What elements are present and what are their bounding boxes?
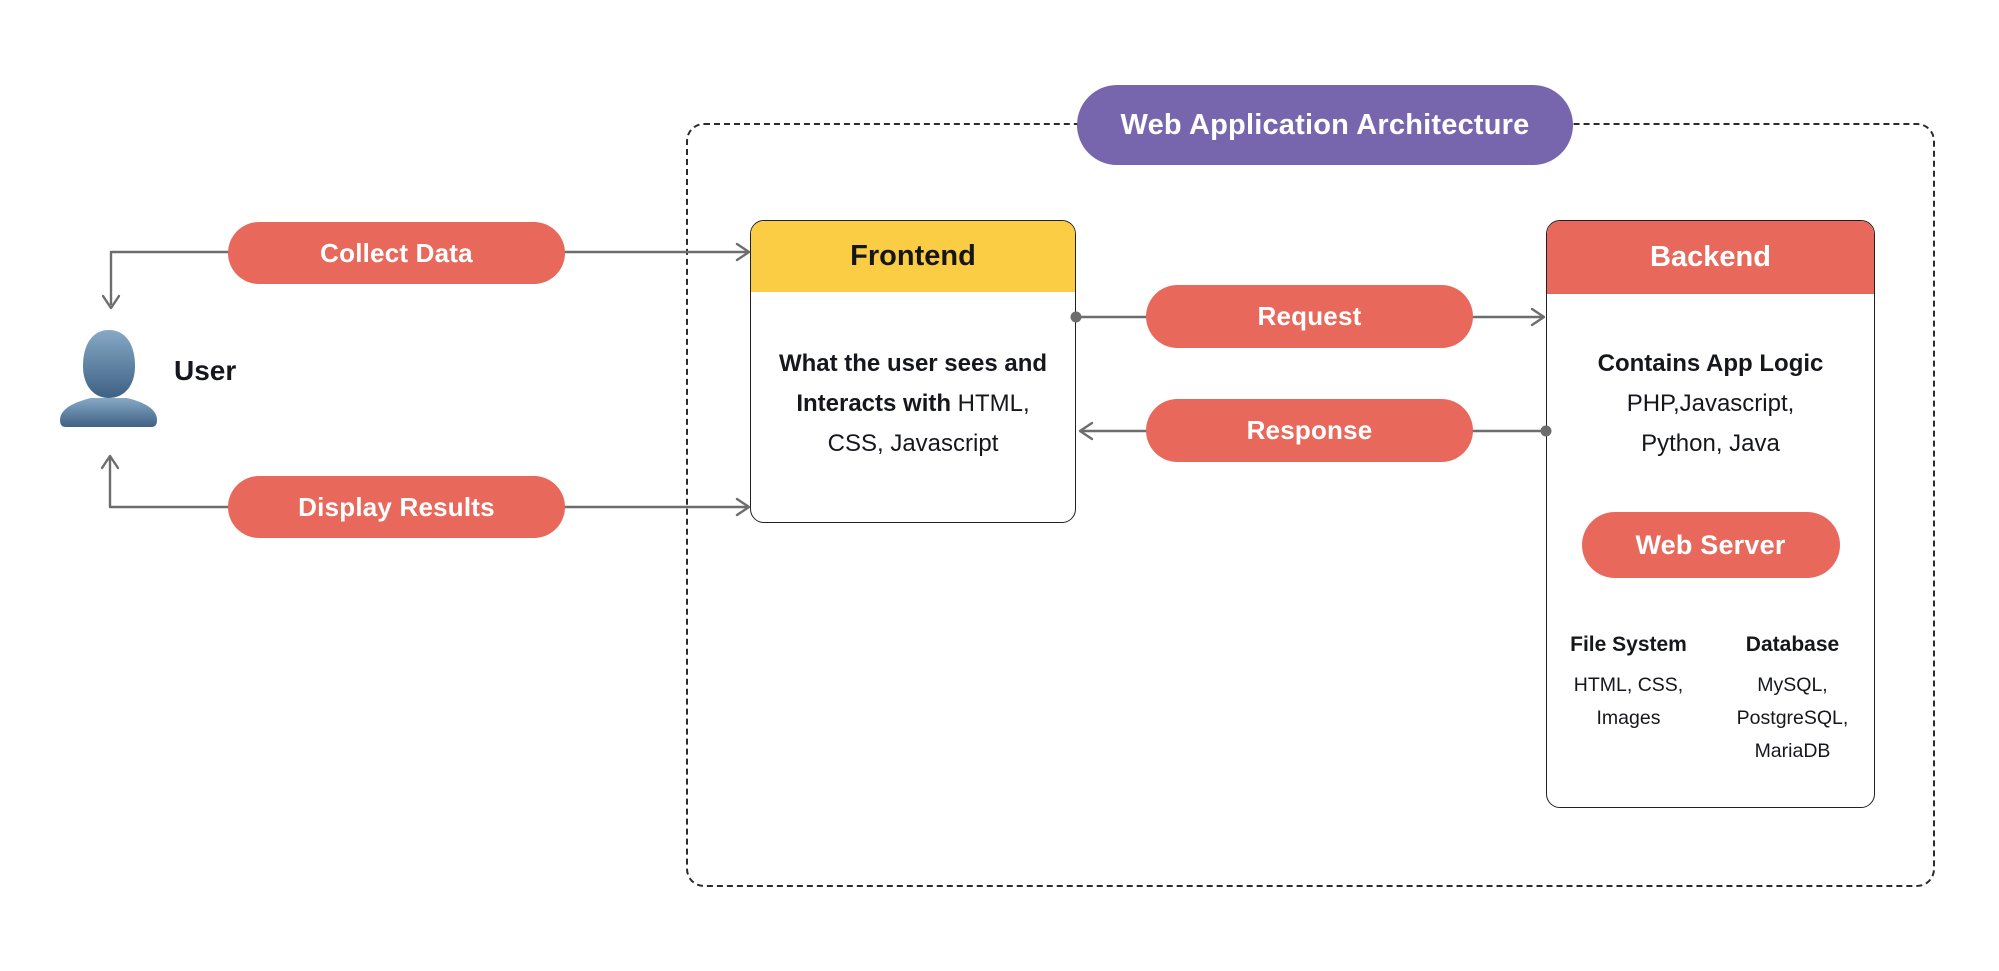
display-results-pill: Display Results xyxy=(228,476,565,538)
web-server-pill: Web Server xyxy=(1581,512,1840,578)
user-label: User xyxy=(174,355,237,386)
frontend-header: Frontend xyxy=(751,221,1075,292)
frontend-description-bold: What the user sees and Interacts with xyxy=(778,350,1048,417)
title-badge: Web Application Architecture xyxy=(1077,85,1573,165)
file-system-section: File System HTML, CSS, Images xyxy=(1558,633,1700,768)
database-items: MySQL, PostgreSQL, MariaDB xyxy=(1736,674,1849,762)
collect-data-pill: Collect Data xyxy=(228,222,565,284)
user-icon xyxy=(60,330,157,427)
request-pill: Request xyxy=(1146,285,1473,348)
database-title: Database xyxy=(1745,633,1840,656)
frontend-card: Frontend What the user sees and Interact… xyxy=(750,220,1076,523)
arrowhead-down-to-user xyxy=(101,294,121,310)
arrowhead-up-to-user xyxy=(100,454,120,470)
frontend-description: What the user sees and Interacts with HT… xyxy=(751,292,1075,464)
backend-header: Backend xyxy=(1547,221,1874,294)
backend-logic-regular: PHP,Javascript, Python, Java xyxy=(1626,390,1795,457)
backend-storage-columns: File System HTML, CSS, Images Database M… xyxy=(1547,633,1874,768)
database-section: Database MySQL, PostgreSQL, MariaDB xyxy=(1722,633,1864,768)
frontend-description-regular: HTML, CSS, Javascript xyxy=(827,390,1030,457)
backend-logic-bold: Contains App Logic xyxy=(1597,350,1824,377)
response-pill: Response xyxy=(1146,399,1473,462)
file-system-items: HTML, CSS, Images xyxy=(1573,674,1684,729)
file-system-title: File System xyxy=(1570,633,1687,656)
